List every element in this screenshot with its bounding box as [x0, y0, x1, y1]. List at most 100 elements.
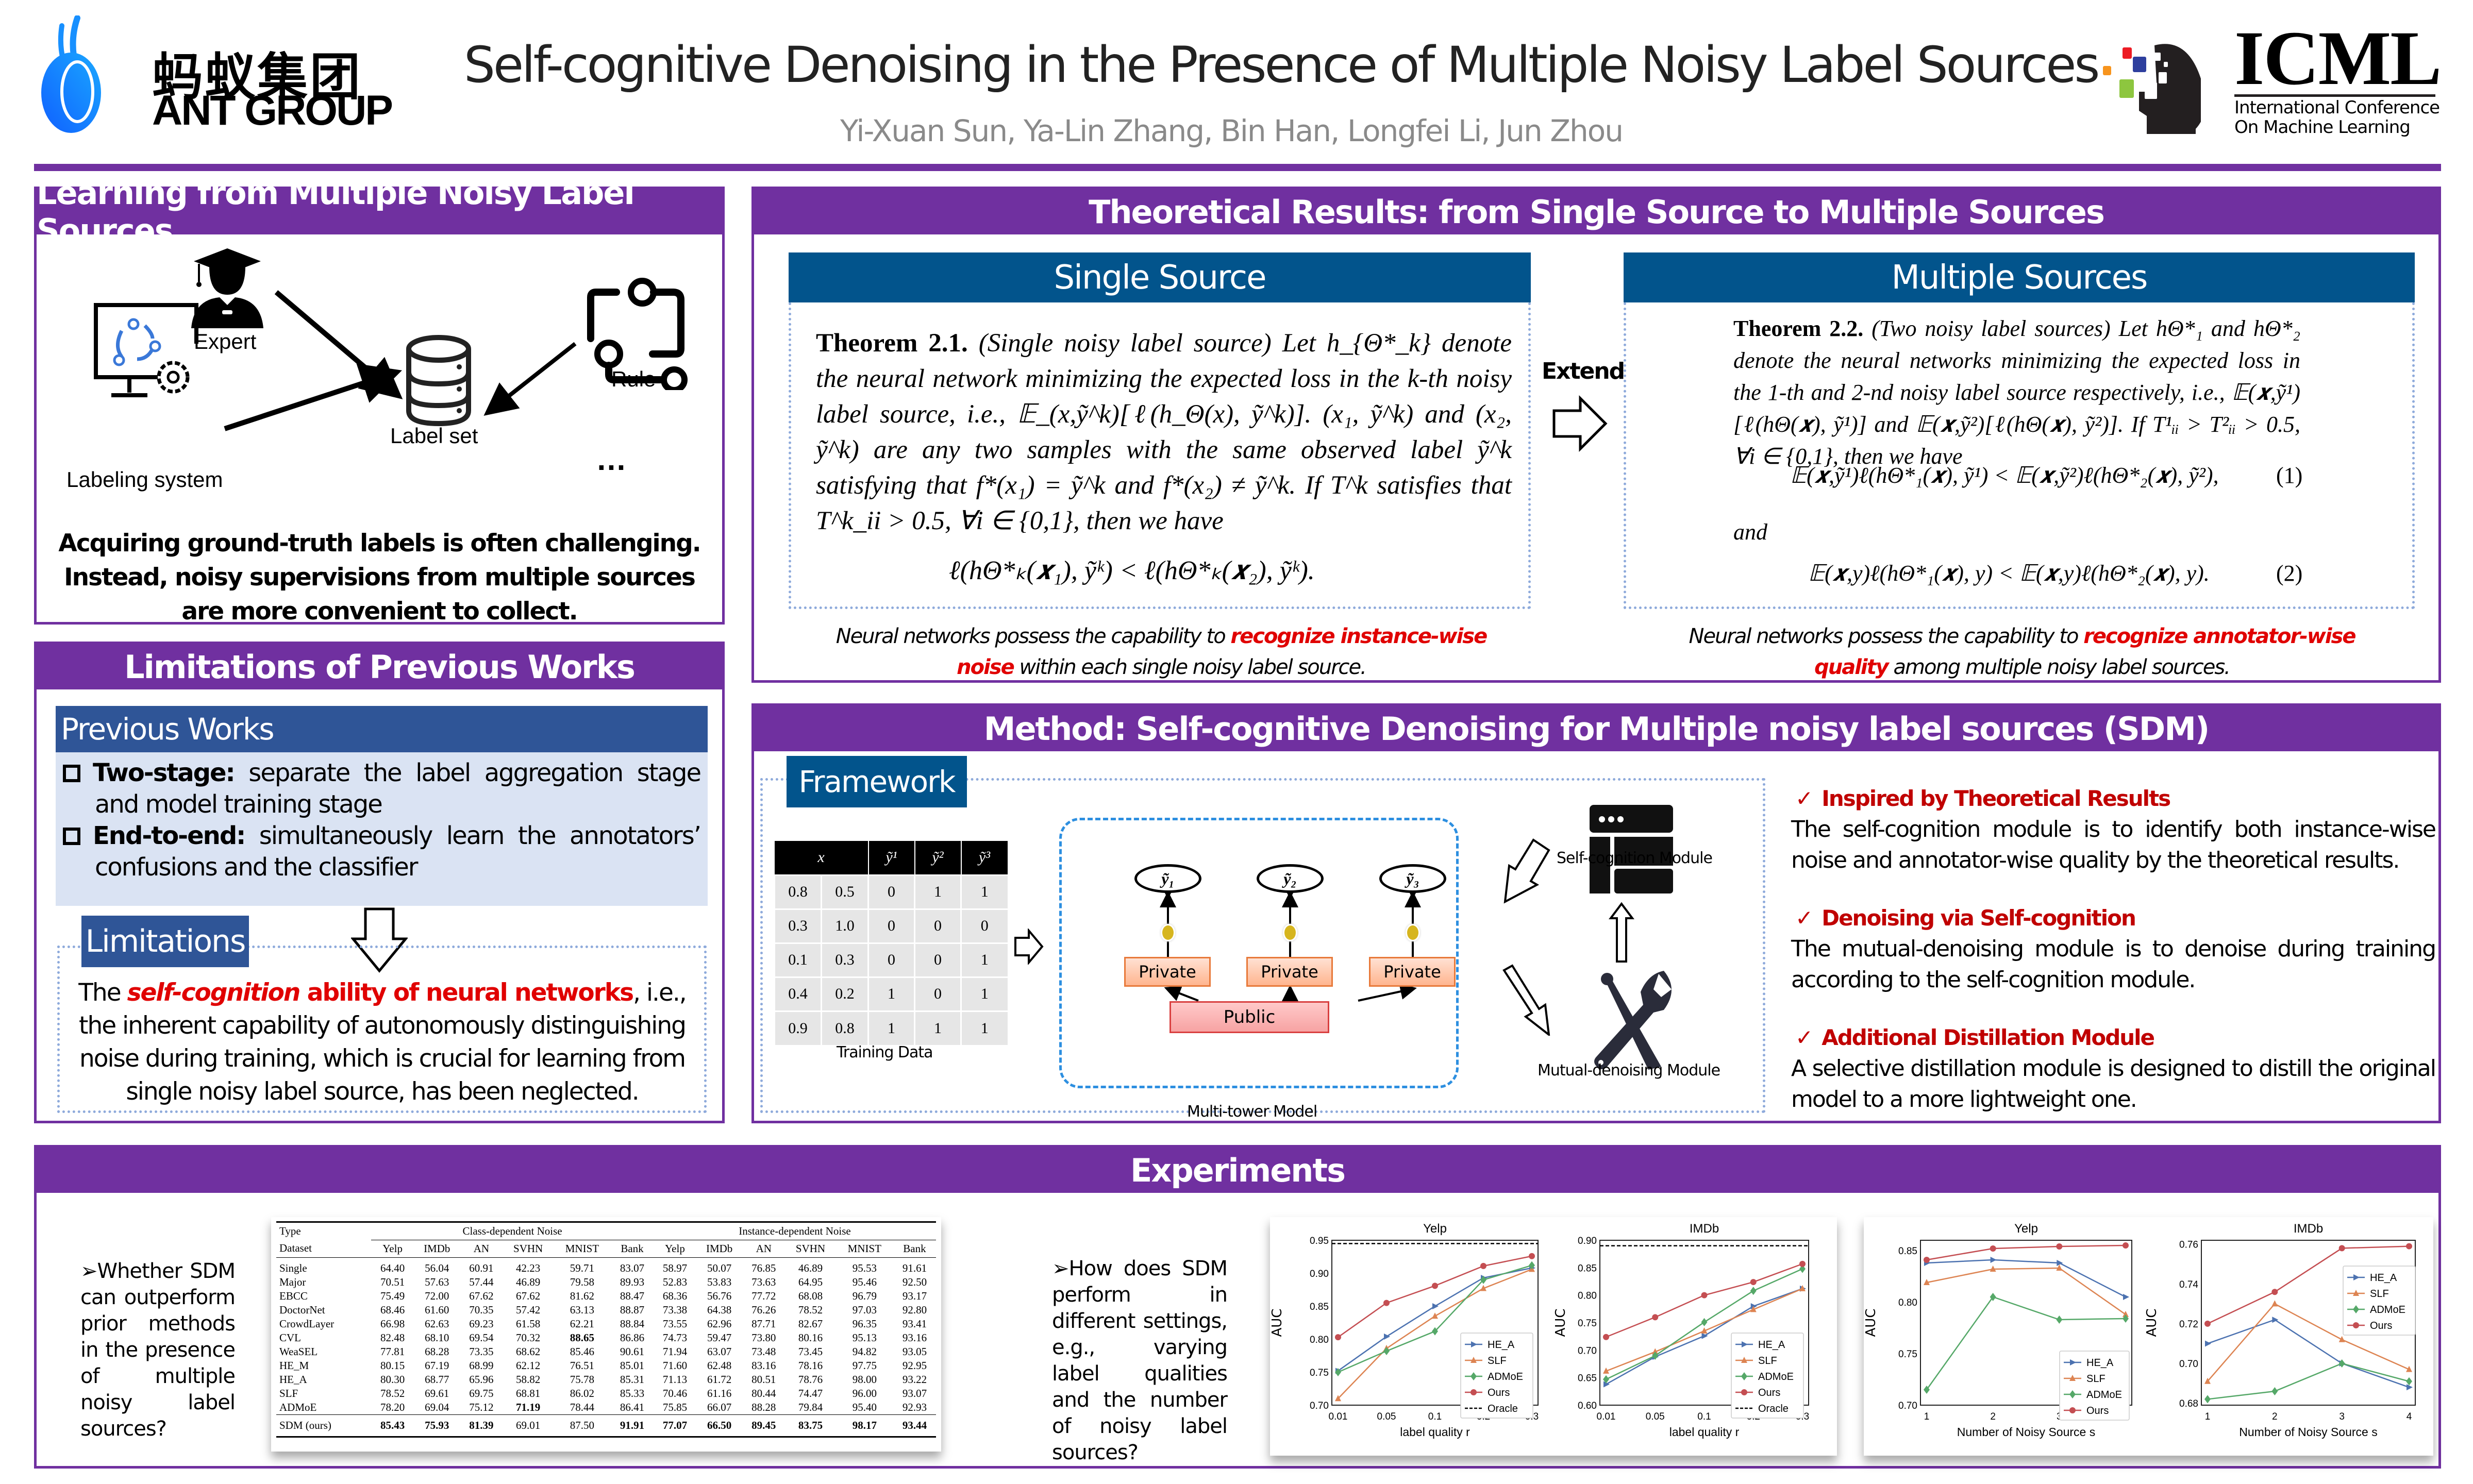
legend-label: HE_A	[2370, 1272, 2397, 1284]
y-tick-label: 0.80	[1578, 1291, 1597, 1302]
result-cell: 71.60	[662, 1359, 688, 1372]
x-tick-label: 0.01	[1329, 1411, 1348, 1422]
theorem-2-1-equation: ℓ(hΘ*ₖ(𝒙₁), ỹᵏ) < ℓ(hΘ*ₖ(𝒙₂), ỹᵏ).	[949, 556, 1315, 585]
y-tick-label: 0.85	[1578, 1263, 1597, 1274]
x-tick-label: 3	[2339, 1411, 2345, 1422]
result-cell: 88.47	[620, 1289, 645, 1302]
data-point	[2353, 1290, 2359, 1296]
theory-title: Theoretical Results: from Single Source …	[754, 189, 2438, 234]
type-label: Type	[279, 1225, 301, 1237]
expert-icon	[191, 248, 263, 328]
result-cell: 73.45	[798, 1345, 823, 1358]
y-tick-label: 0.70	[1310, 1401, 1329, 1411]
header-divider	[34, 164, 2441, 171]
data-point	[2271, 1300, 2278, 1307]
result-cell: 76.85	[751, 1261, 776, 1274]
result-cell: 86.86	[620, 1331, 645, 1344]
training-cell: 0.2	[821, 977, 868, 1011]
data-point	[1652, 1348, 1659, 1355]
method-panel: Method: Self-cognitive Denoising for Mul…	[751, 703, 2441, 1123]
checkbox-icon	[63, 765, 80, 782]
result-cell: 68.99	[469, 1359, 494, 1372]
database-icon	[406, 335, 471, 427]
result-cell: 80.51	[751, 1373, 776, 1386]
data-point	[1529, 1253, 1535, 1259]
data-point	[2069, 1407, 2076, 1413]
result-cell: 77.81	[380, 1345, 405, 1358]
y-axis-label: AUC	[2145, 1309, 2160, 1337]
result-cell: 92.50	[902, 1275, 927, 1288]
data-point	[1471, 1341, 1477, 1347]
series-admoe	[2204, 1359, 2412, 1404]
y-tick-label: 0.72	[2179, 1319, 2198, 1330]
result-cell: 64.95	[798, 1275, 823, 1288]
result-cell: 68.36	[662, 1289, 688, 1302]
result-cell: 59.71	[570, 1261, 595, 1274]
data-point	[1383, 1300, 1390, 1306]
data-point	[2204, 1395, 2211, 1404]
data-point	[1335, 1334, 1341, 1341]
mutual-denoising-arrow-icon	[1502, 964, 1550, 1036]
theorem-2-2-and: and	[1733, 519, 1767, 545]
result-cell: 69.54	[469, 1331, 494, 1344]
data-point	[1741, 1357, 1747, 1363]
right-arrow-icon	[1014, 929, 1044, 965]
result-cell: 79.84	[798, 1401, 823, 1413]
ability-emphasis: ability of neural networks	[299, 979, 634, 1007]
result-cell: 77.72	[751, 1289, 776, 1302]
theorem-2-2-text: (Two noisy label sources) Let hΘ*₁ and h…	[1733, 316, 2300, 469]
result-cell: 57.42	[515, 1303, 541, 1316]
y-tick-label: 0.90	[1310, 1269, 1329, 1279]
data-point	[2338, 1359, 2345, 1368]
activation-node	[1161, 924, 1175, 941]
output-node-2: ỹ₂	[1257, 864, 1324, 893]
group-instance-dependent: Instance-dependent Noise	[653, 1222, 936, 1240]
logo-english-text: ANT GROUP	[152, 87, 393, 134]
data-point	[1701, 1333, 1708, 1339]
legend-label: HE_A	[1758, 1339, 1785, 1351]
result-cell: 68.62	[515, 1345, 541, 1358]
result-cell: 82.67	[798, 1317, 823, 1330]
legend-label: Oracle	[1758, 1403, 1789, 1414]
result-cell: 66.07	[707, 1401, 732, 1413]
data-point	[2407, 1384, 2413, 1391]
icml-logo-text: ICML	[2234, 15, 2442, 101]
result-cell: 75.78	[570, 1373, 595, 1386]
result-cell: 83.75	[798, 1419, 823, 1431]
legend-label: SLF	[1488, 1355, 1507, 1367]
data-point	[1335, 1368, 1341, 1376]
multiple-sources-header: Multiple Sources	[1624, 252, 2415, 302]
data-point	[1652, 1352, 1659, 1360]
legend-label: Ours	[2370, 1320, 2392, 1331]
result-cell: 95.53	[852, 1261, 877, 1274]
data-point	[1471, 1389, 1477, 1395]
result-cell: 66.50	[707, 1419, 732, 1431]
data-point	[1924, 1257, 1930, 1263]
result-cell: 70.51	[380, 1275, 405, 1288]
y-tick-label: 0.75	[1310, 1368, 1329, 1378]
data-point	[2406, 1365, 2412, 1372]
result-cell: 58.97	[662, 1261, 688, 1274]
output-node-3: ỹ₃	[1379, 864, 1446, 893]
series-ours	[1335, 1253, 1535, 1341]
experiment-question-1: ➢Whether SDM can outperform prior method…	[80, 1259, 236, 1441]
chart-title: IMDb	[1690, 1222, 1719, 1236]
result-cell: 93.16	[902, 1331, 927, 1344]
mutual-denoising-module-icon	[1594, 971, 1672, 1070]
method-name: DoctorNet	[279, 1303, 325, 1316]
data-point	[1471, 1372, 1477, 1380]
rule-icon	[587, 278, 688, 390]
result-cell: 64.40	[380, 1261, 405, 1274]
result-cell: 97.75	[852, 1359, 877, 1372]
activation-node	[1406, 924, 1420, 941]
data-point	[1750, 1303, 1757, 1309]
y-tick-label: 0.80	[1898, 1297, 1917, 1308]
header-y1: ỹ¹	[867, 841, 915, 875]
icml-divider	[2234, 94, 2435, 97]
chart-title: Yelp	[1423, 1222, 1447, 1236]
